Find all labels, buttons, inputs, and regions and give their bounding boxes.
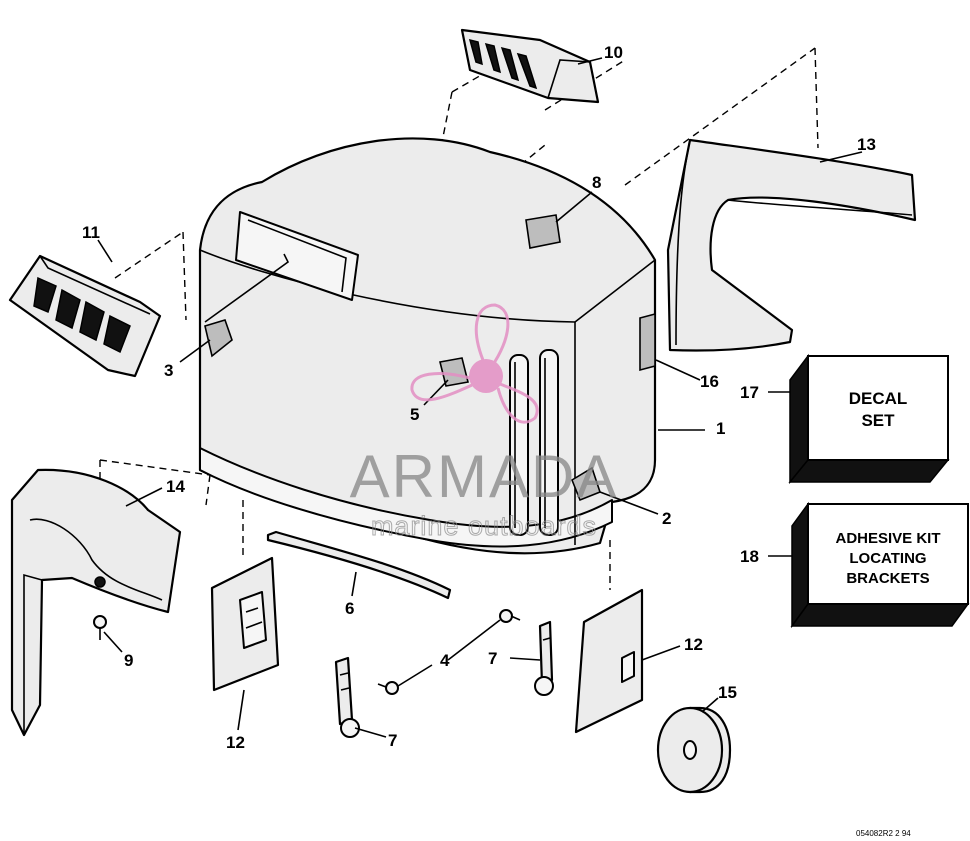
- adhesive-kit-line-3: BRACKETS: [846, 570, 929, 587]
- latch-part-7-upper: [534, 620, 554, 696]
- callout-17: 17: [740, 383, 759, 402]
- watermark: ARMADA marine outboards: [350, 303, 619, 542]
- callout-16: 16: [700, 372, 719, 391]
- screw-part-9: [93, 615, 107, 640]
- callout-8: 8: [592, 173, 601, 192]
- latch-part-7-lower: [334, 656, 360, 738]
- seal-strip-part-6: [266, 530, 452, 600]
- screws: [93, 609, 521, 695]
- callout-leaders: [97, 57, 863, 738]
- callout-5: 5: [410, 405, 419, 424]
- callout-13: 13: [857, 135, 876, 154]
- tape-roll-part-15: [656, 706, 732, 794]
- foam-pad-part-16: [639, 312, 656, 372]
- decal-set-box-part-17: DECAL SET: [788, 353, 950, 485]
- callout-15: 15: [718, 683, 737, 702]
- callout-7-lower: 7: [388, 731, 397, 750]
- callout-14: 14: [166, 477, 185, 496]
- callout-3: 3: [164, 361, 173, 380]
- foam-pad-part-5: [439, 357, 469, 387]
- drawing-code: 054082R2 2 94: [856, 829, 911, 838]
- callout-10: 10: [604, 43, 623, 62]
- decal-set-line-2: SET: [861, 411, 895, 430]
- adhesive-kit-line-1: ADHESIVE KIT: [835, 530, 940, 547]
- callout-12-right: 12: [684, 635, 703, 654]
- propeller-logo-icon: [410, 303, 539, 424]
- vent-grille-part-10: [460, 28, 600, 104]
- callout-2: 2: [662, 509, 671, 528]
- screw-part-4-lower: [377, 681, 399, 695]
- adhesive-kit-box-part-18: ADHESIVE KIT LOCATING BRACKETS: [790, 501, 970, 629]
- watermark-subtitle: marine outboards: [371, 511, 597, 541]
- callout-1: 1: [716, 419, 725, 438]
- foam-pad-part-3: [204, 319, 233, 358]
- callout-4: 4: [440, 651, 450, 670]
- screw-part-4-upper: [499, 609, 521, 623]
- callout-11: 11: [82, 223, 100, 242]
- access-plate-part-12-left: [210, 556, 280, 692]
- access-plate-part-12-right: [574, 588, 644, 734]
- foam-pads: [204, 214, 656, 502]
- vent-grille-part-11: [8, 254, 162, 378]
- callout-7-upper: 7: [488, 649, 497, 668]
- callout-12-left: 12: [226, 733, 245, 752]
- foam-pad-part-8: [525, 214, 561, 249]
- callout-numbers: 1 2 3 4 5 6 7 7 8 9 10 11 12 12 13 14 15…: [82, 43, 876, 752]
- callout-9: 9: [124, 651, 133, 670]
- rear-shroud-part-13: [666, 138, 917, 352]
- adhesive-kit-line-2: LOCATING: [849, 550, 926, 567]
- callout-6: 6: [345, 599, 354, 618]
- decal-set-line-1: DECAL: [849, 389, 908, 408]
- watermark-title: ARMADA: [350, 443, 619, 510]
- lower-shroud-part-14: [10, 468, 182, 737]
- callout-18: 18: [740, 547, 759, 566]
